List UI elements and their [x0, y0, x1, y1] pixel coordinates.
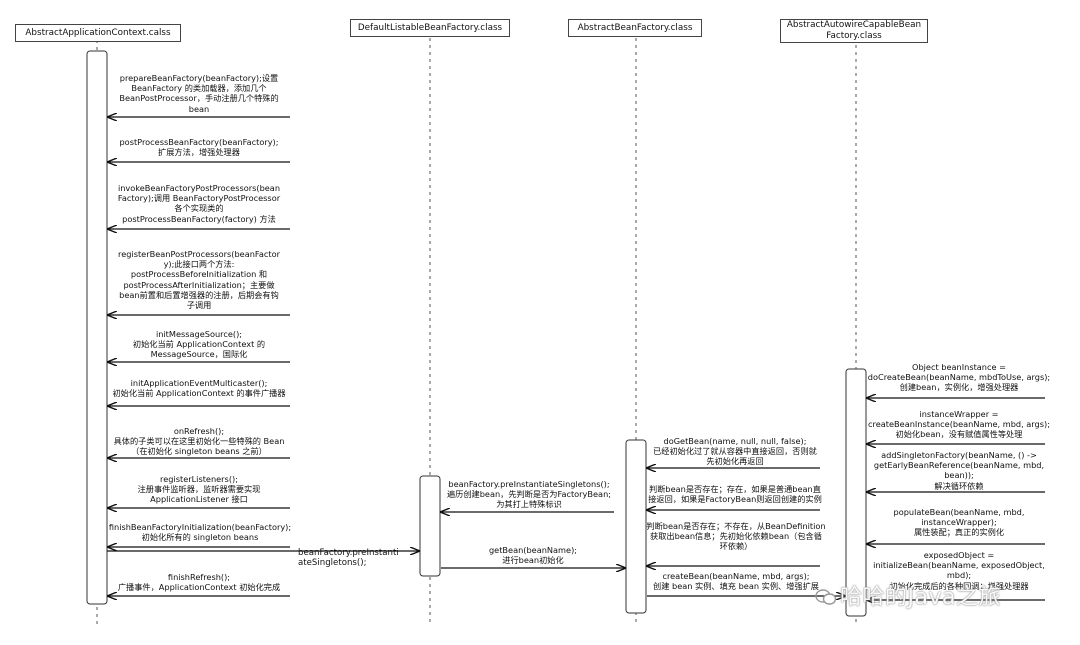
msg-invoke-post-processors: invokeBeanFactoryPostProcessors(bean Fac… [117, 183, 281, 224]
msg-bean-exists: 判断bean是否存在；存在，如果是普通bean直 接返回，如果是FactoryB… [648, 484, 822, 505]
msg-init-event-multicaster: initApplicationEventMulticaster(); 初始化当前… [112, 378, 286, 399]
msg-preinstantiate-singletons: beanFactory.preInstantiateSingletons(); … [446, 479, 612, 510]
header-abstract-autowire-capable-bean-factory: AbstractAutowireCapableBean Factory.clas… [780, 19, 928, 43]
msg-do-get-bean: doGetBean(name, null, null, false); 已经初始… [653, 436, 817, 467]
header-default-listable-bean-factory: DefaultListableBeanFactory.class [350, 19, 510, 37]
header-abstract-bean-factory: AbstractBeanFactory.class [568, 19, 702, 37]
watermark: 哈哈的Java之旅 [815, 579, 1001, 611]
msg-finish-bean-factory-init: finishBeanFactoryInitialization(beanFact… [108, 522, 292, 543]
msg-bean-not-exists: 判断bean是否存在；不存在，从BeanDefinition 获取出bean信息… [646, 521, 826, 552]
msg-register-listeners: registerListeners(); 注册事件监听器，监听器需要实现 App… [137, 474, 261, 505]
msg-init-message-source: initMessageSource(); 初始化当前 ApplicationCo… [132, 329, 266, 360]
msg-on-refresh: onRefresh(); 具体的子类可以在这里初始化一些特殊的 Bean （在初… [113, 426, 285, 457]
msg-call-preinstantiate: beanFactory.preInstanti ateSingletons(); [298, 548, 399, 569]
msg-add-singleton-factory: addSingletonFactory(beanName, () -> getE… [873, 450, 1045, 491]
msg-do-create-bean: Object beanInstance = doCreateBean(beanN… [867, 362, 1051, 393]
msg-register-post-processors: registerBeanPostProcessors(beanFactor y)… [118, 249, 280, 311]
msg-initialize-bean: exposedObject = initializeBean(beanName,… [873, 550, 1045, 591]
msg-post-process-bean-factory: postProcessBeanFactory(beanFactory); 扩展方… [119, 137, 279, 158]
activation-listable [419, 475, 441, 577]
header-abstract-application-context: AbstractApplicationContext.calss [15, 24, 181, 42]
msg-create-bean: createBean(beanName, mbd, args); 创建 bean… [653, 571, 819, 592]
activation-abstract [625, 439, 647, 614]
msg-create-bean-instance: instanceWrapper = createBeanInstance(bea… [868, 409, 1050, 440]
activation-context [86, 50, 108, 605]
wechat-icon [815, 589, 837, 605]
msg-prepare-bean-factory: prepareBeanFactory(beanFactory);设置 BeanF… [119, 73, 279, 114]
msg-get-bean: getBean(beanName); 进行bean初始化 [488, 545, 578, 566]
watermark-text: 哈哈的Java之旅 [840, 585, 1001, 610]
msg-finish-refresh: finishRefresh(); 广播事件，ApplicationContext… [117, 572, 281, 593]
msg-populate-bean: populateBean(beanName, mbd, instanceWrap… [893, 507, 1025, 538]
